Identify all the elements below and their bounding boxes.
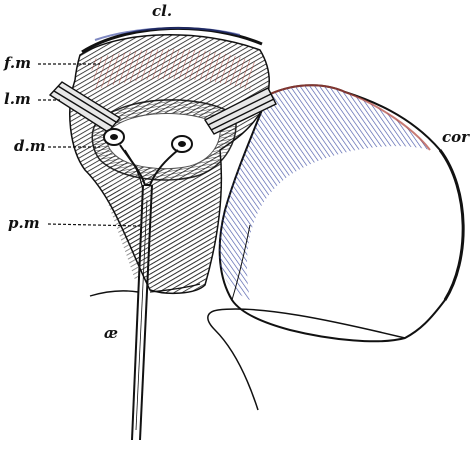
basal-line-left: [90, 291, 138, 296]
label-ae: æ: [104, 326, 118, 341]
label-fm: f.m: [4, 56, 31, 71]
label-cor: cor: [442, 130, 469, 145]
label-dm: d.m: [14, 139, 46, 154]
label-lm: l.m: [4, 92, 31, 107]
label-cl: cl.: [152, 4, 172, 19]
label-pm: p.m: [8, 216, 40, 231]
